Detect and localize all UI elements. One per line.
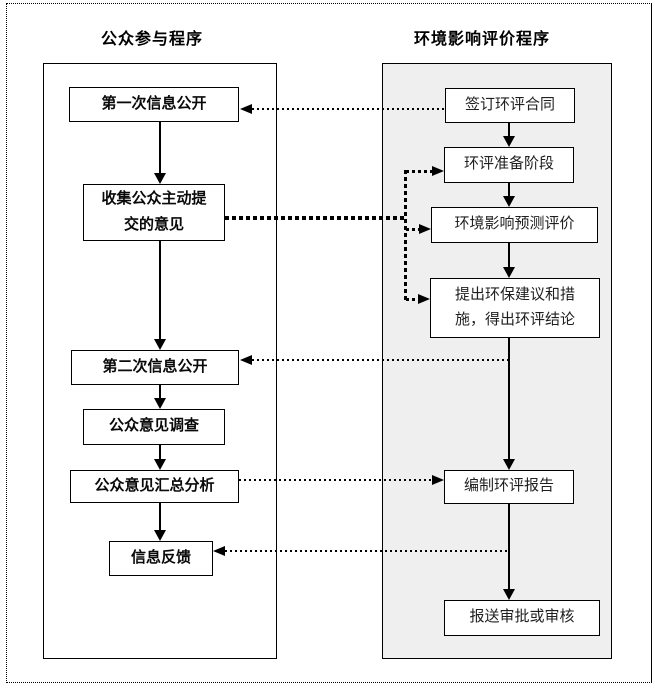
flow-box-collect-public-opinions: 收集公众主动提 交的意见: [83, 184, 225, 241]
dotted-line-branch-vertical: [404, 170, 407, 301]
flow-line-first-disclosure-to-collect: [159, 122, 161, 174]
dotted-line-branch-to-prediction: [406, 228, 420, 231]
dotted-line-collect-opinions-branch: [225, 216, 407, 220]
arrow-head-collect-to-second-disclosure: [154, 339, 166, 350]
page-border: [6, 3, 652, 683]
flow-line-second-disclosure-to-survey: [159, 385, 161, 399]
flow-box-public-opinion-survey: 公众意见调查: [83, 409, 225, 445]
flow-box-info-feedback: 信息反馈: [109, 541, 213, 576]
flow-line-prediction-to-suggestions: [508, 243, 510, 268]
right-column-title: 环境影响评价程序: [413, 31, 551, 48]
arrow-head-suggestions-to-report: [503, 459, 515, 470]
flow-box-first-info-disclosure: 第一次信息公开: [69, 87, 239, 122]
arrow-head-analysis-to-feedback: [154, 530, 166, 541]
flow-box-eia-preparation-stage: 环评准备阶段: [444, 147, 574, 183]
dotted-line-to-second-disclosure: [252, 359, 509, 361]
arrow-head-prediction-to-suggestions: [503, 267, 515, 278]
flow-line-collect-to-second-disclosure: [159, 241, 161, 340]
flow-box-opinion-summary-analysis: 公众意见汇总分析: [70, 470, 239, 503]
flow-line-contract-to-preparation: [508, 123, 510, 137]
arrow-head-preparation-to-prediction: [503, 196, 515, 207]
left-column-title: 公众参与程序: [100, 31, 204, 48]
arrow-head-branch-to-preparation: [432, 166, 444, 176]
arrow-head-contract-to-first-disclosure: [240, 104, 252, 114]
flow-line-analysis-to-feedback: [159, 503, 161, 531]
flow-line-preparation-to-prediction: [508, 183, 510, 197]
flow-box-sign-eia-contract: 签订环评合同: [445, 88, 575, 123]
dotted-line-analysis-to-report: [239, 479, 433, 481]
dotted-line-branch-to-suggestions: [406, 298, 419, 301]
dotted-line-branch-to-preparation: [406, 170, 433, 173]
flow-box-compile-eia-report: 编制环评报告: [444, 470, 574, 504]
flow-box-submit-for-approval: 报送审批或审核: [444, 600, 600, 636]
flow-line-suggestions-to-report: [508, 338, 510, 460]
arrow-head-contract-to-preparation: [503, 136, 515, 147]
arrow-head-second-disclosure-to-survey: [154, 398, 166, 409]
flow-line-report-to-submission: [508, 504, 510, 590]
arrow-head-to-feedback: [213, 546, 225, 556]
flow-box-second-info-disclosure: 第二次信息公开: [71, 350, 239, 385]
flow-line-survey-to-analysis: [159, 445, 161, 460]
arrow-head-analysis-to-report: [432, 475, 444, 485]
flow-box-suggestions-and-conclusion: 提出环保建议和措 施，得出环评结论: [430, 278, 600, 338]
dotted-line-to-feedback: [225, 550, 509, 552]
arrow-head-branch-to-prediction: [419, 224, 431, 234]
dotted-line-contract-to-first-disclosure: [252, 108, 445, 110]
arrow-head-survey-to-analysis: [154, 459, 166, 470]
flow-box-impact-prediction-evaluation: 环境影响预测评价: [431, 207, 598, 243]
arrow-head-report-to-submission: [503, 589, 515, 600]
arrow-head-branch-to-suggestions: [418, 294, 430, 304]
arrow-head-to-second-disclosure: [240, 355, 252, 365]
arrow-head-first-disclosure-to-collect: [154, 173, 166, 184]
